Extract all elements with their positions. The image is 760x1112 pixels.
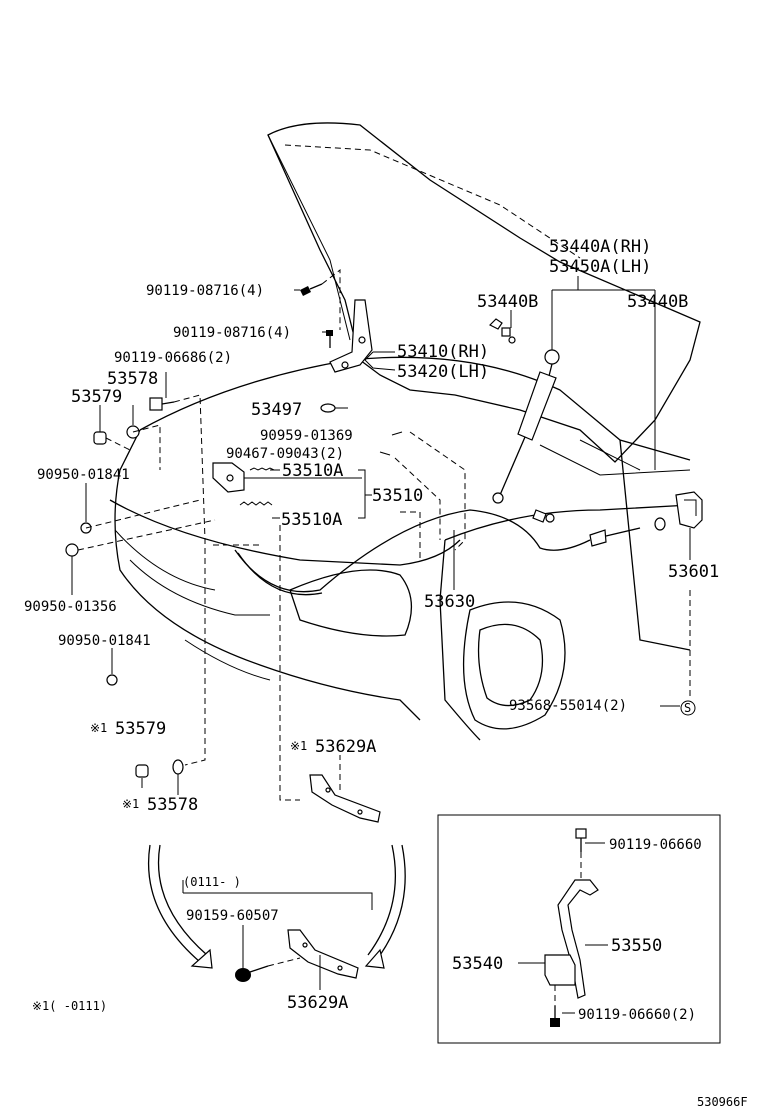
label-53579-top: 53579 xyxy=(71,387,122,407)
label-90950-01356: 90950-01356 xyxy=(24,599,117,615)
label-53450a-lh: 53450A(LH) xyxy=(549,257,651,277)
hood-release-lever xyxy=(675,491,703,529)
label-90950-01841-a: 90950-01841 xyxy=(37,467,130,483)
clamp-icon: S xyxy=(680,700,696,716)
label-90119-06686: 90119-06686(2) xyxy=(114,350,232,366)
note-range: ※1( -0111) xyxy=(32,999,107,1013)
label-93568-55014: 93568-55014(2) xyxy=(509,698,627,714)
label-53510a-bottom: 53510A xyxy=(281,510,342,530)
label-53440b-left: 53440B xyxy=(477,292,538,312)
label-53550: 53550 xyxy=(611,936,662,956)
note-mark: ※1 xyxy=(90,721,107,735)
hood-lock-guide xyxy=(309,774,381,823)
label-90950-01841-b: 90950-01841 xyxy=(58,633,151,649)
hood-support-strut xyxy=(488,318,560,523)
label-53510a-top: 53510A xyxy=(282,461,343,481)
bolt-icon xyxy=(326,330,333,348)
label-90467-09043: 90467-09043(2) xyxy=(226,446,344,462)
label-90119-08716-a: 90119-08716(4) xyxy=(146,283,264,299)
curved-arrow-right xyxy=(364,844,406,969)
label-53601: 53601 xyxy=(668,562,719,582)
bolt-icon xyxy=(149,397,175,411)
label-53630: 53630 xyxy=(424,592,475,612)
curved-arrow-left xyxy=(147,844,213,969)
label-53629a-top: 53629A xyxy=(315,737,376,757)
note-mark: ※1 xyxy=(122,797,139,811)
label-53440b-right: 53440B xyxy=(627,292,688,312)
bolt-icon xyxy=(235,965,269,982)
label-90159-60507: 90159-60507 xyxy=(186,908,279,924)
label-53510: 53510 xyxy=(372,486,423,506)
hood-release-cable xyxy=(234,509,666,596)
label-53540: 53540 xyxy=(452,954,503,974)
hood-lock-guide xyxy=(287,929,359,979)
label-90959-01369: 90959-01369 xyxy=(260,428,353,444)
label-53497: 53497 xyxy=(251,400,302,420)
inset-detail-box xyxy=(437,814,721,1044)
leader-lines xyxy=(71,268,691,1014)
hood-outline xyxy=(267,122,701,463)
hood-hinge xyxy=(329,299,373,373)
label-53629a-bottom: 53629A xyxy=(287,993,348,1013)
s-mark: S xyxy=(684,701,691,715)
label-53410-rh: 53410(RH) xyxy=(397,342,489,362)
hood-lock-assembly xyxy=(212,462,275,506)
bolt-icon xyxy=(300,283,323,296)
label-90119-06660-b: 90119-06660(2) xyxy=(578,1007,696,1023)
diagram-id: 530966F xyxy=(697,1095,748,1109)
label-53579-bottom: 53579 xyxy=(115,719,166,739)
label-53420-lh: 53420(LH) xyxy=(397,362,489,382)
label-90119-06660-a: 90119-06660 xyxy=(609,837,702,853)
label-53578-bottom: 53578 xyxy=(147,795,198,815)
label-0111-range: (0111- ) xyxy=(183,875,241,889)
label-53440a-rh: 53440A(RH) xyxy=(549,237,651,257)
label-53578-top: 53578 xyxy=(107,369,158,389)
car-body-outline xyxy=(109,356,691,741)
label-90119-08716-b: 90119-08716(4) xyxy=(173,325,291,341)
note-mark: ※1 xyxy=(290,739,307,753)
